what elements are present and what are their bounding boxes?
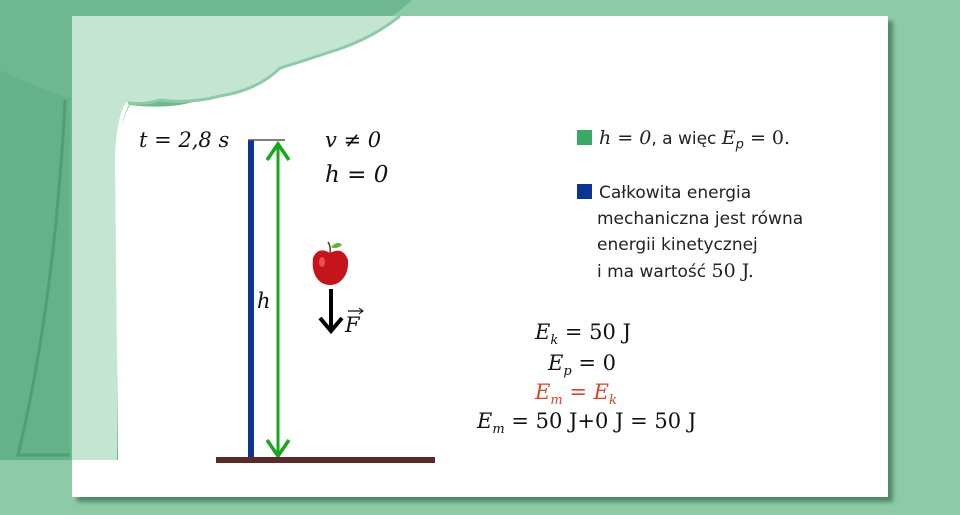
equation-mechanical-relation: Em = Ek — [535, 380, 617, 409]
time-label: t = 2,8 s — [139, 128, 230, 152]
height-symbol: h — [257, 289, 271, 313]
blue-square-icon — [577, 184, 592, 199]
legend-item-potential: h = 0, a więc Ep = 0. — [577, 125, 790, 158]
velocity-label: v ≠ 0 — [325, 128, 382, 152]
ground — [216, 457, 435, 463]
total-energy-bar — [248, 140, 254, 458]
apple-icon — [312, 241, 349, 285]
force-label: F — [345, 313, 360, 337]
equation-mechanical-value: Em = 50 J+0 J = 50 J — [477, 409, 697, 438]
legend-item-total-energy: Całkowita energia mechaniczna jest równa… — [577, 180, 803, 285]
height-zero-label: h = 0 — [325, 162, 389, 188]
green-square-icon — [577, 130, 592, 145]
equation-kinetic: Ek = 50 J — [535, 320, 631, 349]
equation-potential: Ep = 0 — [548, 351, 616, 380]
